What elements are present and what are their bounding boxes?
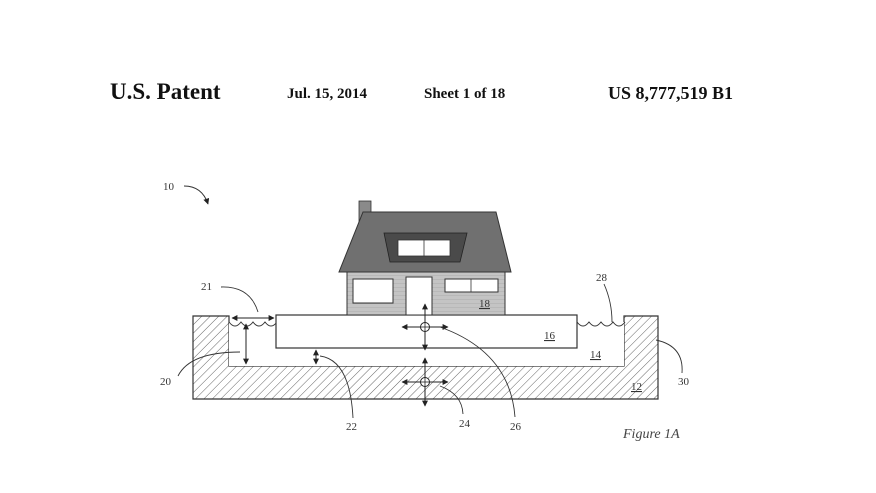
ref-22: 22 xyxy=(346,421,357,433)
ref-21: 21 xyxy=(201,281,212,293)
ref-28: 28 xyxy=(596,272,608,284)
leader-21 xyxy=(220,286,259,313)
leader-24 xyxy=(439,385,464,415)
ref-30: 30 xyxy=(678,376,690,388)
ref-20: 20 xyxy=(160,376,172,388)
leader-28 xyxy=(603,283,613,323)
patent-title: U.S. Patent xyxy=(110,79,221,104)
ref-24: 24 xyxy=(459,418,471,430)
house xyxy=(338,200,512,316)
figure-caption: Figure 1A xyxy=(622,427,680,442)
patent-date: Jul. 15, 2014 xyxy=(287,86,368,102)
cross-arrows-foundation xyxy=(401,357,449,407)
house-door xyxy=(405,276,433,316)
leader-26 xyxy=(439,326,516,418)
leader-10 xyxy=(183,185,210,205)
ref-10: 10 xyxy=(163,181,175,193)
water-waves-right xyxy=(576,321,626,327)
ref-18: 18 xyxy=(479,298,491,310)
leader-30 xyxy=(655,339,683,374)
leader-20 xyxy=(177,351,241,377)
house-window-right xyxy=(444,278,499,293)
ref-26: 26 xyxy=(510,421,522,433)
leader-22 xyxy=(319,355,354,419)
ref-16: 16 xyxy=(544,330,556,342)
sheet-number: Sheet 1 of 18 xyxy=(424,86,506,102)
ref-12: 12 xyxy=(631,381,642,393)
house-window-left xyxy=(352,278,394,304)
water-waves-left xyxy=(228,321,278,327)
patent-number: US 8,777,519 B1 xyxy=(608,83,734,103)
ref-14: 14 xyxy=(590,349,602,361)
